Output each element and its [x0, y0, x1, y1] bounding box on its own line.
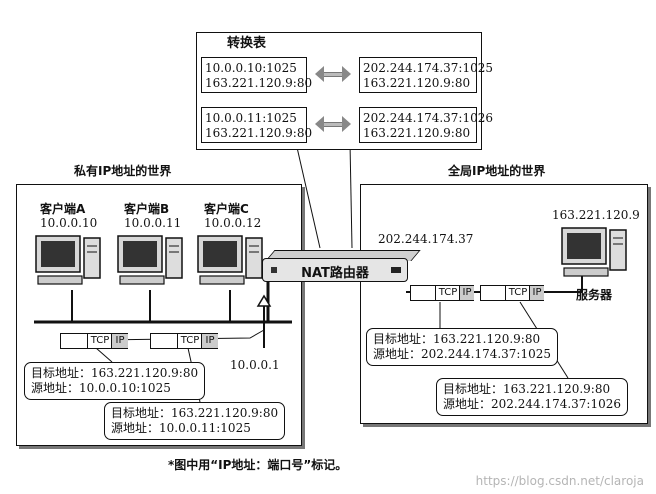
- src-address: 源地址：10.0.0.11:1025: [111, 421, 251, 435]
- client-b-name: 客户端B: [124, 202, 170, 216]
- computer-icon: [35, 235, 101, 285]
- packet-ip: IP: [459, 286, 474, 300]
- global-dest: 163.221.120.9:80: [363, 126, 471, 140]
- packet-ip: IP: [529, 286, 544, 300]
- global-dest: 163.221.120.9:80: [363, 76, 471, 90]
- watermark: https://blog.csdn.net/claroja: [475, 474, 644, 488]
- dest-address: 目标地址：163.221.120.9:80: [31, 366, 199, 380]
- dest-address: 目标地址：163.221.120.9:80: [111, 406, 279, 420]
- packet-tcp: TCP: [435, 286, 460, 300]
- table-title: 转换表: [227, 36, 267, 51]
- table-row-1-global: 202.244.174.37:1025 163.221.120.9:80: [359, 57, 493, 93]
- table-row-2-global: 202.244.174.37:1026 163.221.120.9:80: [359, 107, 493, 143]
- address-label-client-b: 目标地址：163.221.120.9:80 源地址：10.0.0.11:1025: [104, 402, 286, 440]
- computer-icon: [197, 235, 263, 285]
- server-computer-icon: [561, 227, 627, 277]
- private-ip-port: 10.0.0.11:1025: [205, 111, 297, 125]
- table-row-1-private: 10.0.0.10:1025 163.221.120.9:80: [201, 57, 312, 93]
- global-ip-port: 202.244.174.37:1025: [363, 61, 494, 75]
- double-arrow-icon: [315, 66, 351, 82]
- private-ip-port: 10.0.0.10:1025: [205, 61, 297, 75]
- router-inner-ip: 10.0.0.1: [230, 358, 280, 372]
- global-ip-port: 202.244.174.37:1026: [363, 111, 494, 125]
- nat-router: NAT路由器: [262, 258, 408, 282]
- packet-private-a: TCP IP: [60, 333, 128, 349]
- packet-ip: IP: [201, 334, 218, 348]
- packet-tcp: TCP: [87, 334, 112, 348]
- packet-tcp: TCP: [505, 286, 530, 300]
- router-led-icon: [271, 267, 277, 273]
- router-label: NAT路由器: [301, 266, 369, 281]
- footnote: *图中用“IP地址：端口号”标记。: [168, 458, 348, 472]
- packet-private-b: TCP IP: [150, 333, 218, 349]
- src-address: 源地址：202.244.174.37:1025: [373, 347, 552, 361]
- global-world-title: 全局IP地址的世界: [448, 164, 546, 178]
- private-dest: 163.221.120.9:80: [205, 76, 313, 90]
- client-c-name: 客户端C: [204, 202, 249, 216]
- packet-global-2: TCP IP: [480, 285, 544, 301]
- src-address: 源地址：10.0.0.10:1025: [31, 381, 171, 395]
- address-label-client-a: 目标地址：163.221.120.9:80 源地址：10.0.0.10:1025: [24, 362, 206, 400]
- packet-tcp: TCP: [177, 334, 202, 348]
- client-a-ip: 10.0.0.10: [40, 216, 98, 230]
- address-label-global-1: 目标地址：163.221.120.9:80 源地址：202.244.174.37…: [366, 328, 559, 366]
- address-label-global-2: 目标地址：163.221.120.9:80 源地址：202.244.174.37…: [436, 378, 629, 416]
- client-c-ip: 10.0.0.12: [204, 216, 262, 230]
- global-world-box: [360, 184, 648, 424]
- server-ip: 163.221.120.9: [552, 208, 640, 222]
- private-world-box: [16, 184, 302, 446]
- conversion-table: 转换表 10.0.0.10:1025 163.221.120.9:80 202.…: [196, 32, 493, 150]
- private-world-title: 私有IP地址的世界: [74, 164, 172, 178]
- private-dest: 163.221.120.9:80: [205, 126, 313, 140]
- router-port-icon: [391, 267, 401, 273]
- packet-ip: IP: [111, 334, 128, 348]
- dest-address: 目标地址：163.221.120.9:80: [443, 382, 611, 396]
- computer-icon: [117, 235, 183, 285]
- dest-address: 目标地址：163.221.120.9:80: [373, 332, 541, 346]
- router-outer-ip: 202.244.174.37: [378, 232, 474, 246]
- table-row-2-private: 10.0.0.11:1025 163.221.120.9:80: [201, 107, 312, 143]
- packet-global-1: TCP IP: [410, 285, 474, 301]
- src-address: 源地址：202.244.174.37:1026: [443, 397, 622, 411]
- double-arrow-icon: [315, 116, 351, 132]
- server-name: 服务器: [576, 288, 613, 302]
- client-b-ip: 10.0.0.11: [124, 216, 182, 230]
- client-a-name: 客户端A: [40, 202, 86, 216]
